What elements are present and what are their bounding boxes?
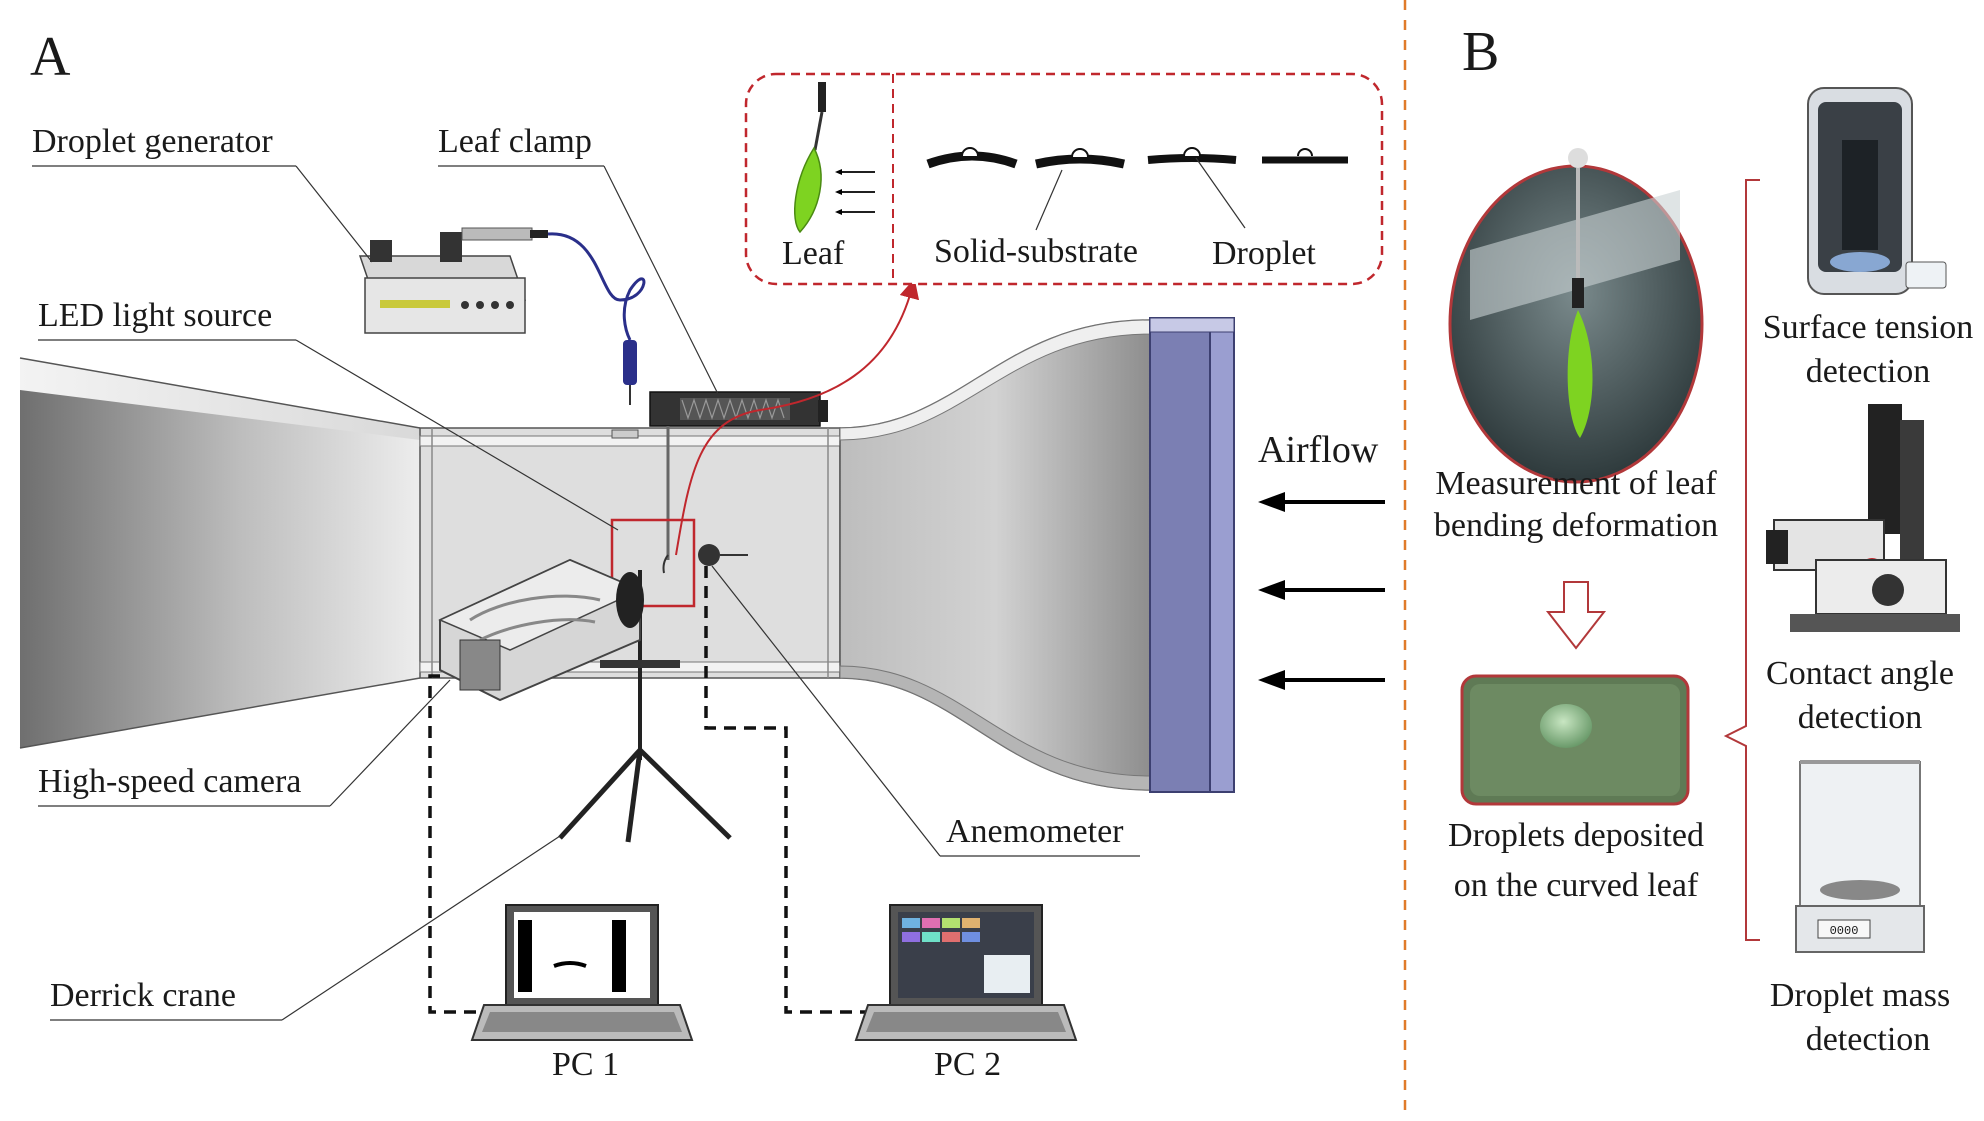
contact-angle-line1: Contact angle [1766, 655, 1954, 692]
droplet-on-leaf-photo [1460, 674, 1690, 806]
inset-solid-substrate-label: Solid-substrate [934, 233, 1138, 270]
leaf-measurement-line1: Measurement of leaf [1435, 465, 1717, 502]
anemometer-cable [704, 566, 890, 1014]
derrick-crane-label: Derrick crane [50, 977, 236, 1014]
observation-window [610, 518, 696, 608]
pc2-label: PC 2 [934, 1046, 1001, 1083]
inset-leaf-label: Leaf [782, 235, 845, 272]
leaf-measurement-line2: bending deformation [1434, 507, 1718, 544]
contact-angle-line2: detection [1798, 699, 1923, 736]
pc1-laptop [470, 904, 694, 1041]
airflow-arrows [1258, 492, 1385, 690]
droplet-mass-balance [1795, 760, 1925, 953]
panel-a-letter: A [30, 26, 71, 88]
leaf-inset-box [744, 72, 1384, 286]
settling-chamber [1149, 317, 1235, 793]
pc1-label: PC 1 [552, 1046, 619, 1083]
leaf-bending-photo [1448, 148, 1704, 484]
contraction-section [839, 319, 1151, 791]
droplet-mass-line2: detection [1806, 1021, 1931, 1058]
droplet-generator-label: Droplet generator [32, 123, 273, 160]
instrument-bracket [1723, 179, 1760, 941]
droplet-mass-line1: Droplet mass [1770, 977, 1950, 1014]
high-speed-camera-device [438, 558, 644, 702]
led-light-source-label: LED light source [38, 297, 272, 334]
inset-droplet-label: Droplet [1212, 235, 1316, 272]
droplets-deposited-line1: Droplets deposited [1448, 817, 1704, 854]
panel-b-letter: B [1462, 21, 1499, 83]
surface-tension-instrument [1807, 87, 1947, 295]
contact-angle-instrument [1766, 404, 1960, 632]
surface-tension-line1: Surface tension [1763, 309, 1974, 346]
process-down-arrow [1545, 581, 1607, 650]
droplet-generator-device [358, 227, 646, 405]
wind-tunnel-diffuser [19, 357, 421, 749]
droplets-deposited-line2: on the curved leaf [1454, 867, 1699, 904]
surface-tension-line2: detection [1806, 353, 1931, 390]
pc2-laptop [854, 904, 1078, 1041]
anemometer-label: Anemometer [946, 813, 1124, 850]
camera-cable [428, 674, 510, 1014]
inset-pointer-arrow [675, 278, 920, 556]
leaf-clamp-device [611, 391, 828, 574]
balance-readout: 0000 [1830, 924, 1859, 938]
leaf-clamp-label: Leaf clamp [438, 123, 592, 160]
anemometer-probe [698, 544, 748, 566]
high-speed-camera-label: High-speed camera [38, 763, 301, 800]
airflow-label: Airflow [1258, 429, 1379, 471]
